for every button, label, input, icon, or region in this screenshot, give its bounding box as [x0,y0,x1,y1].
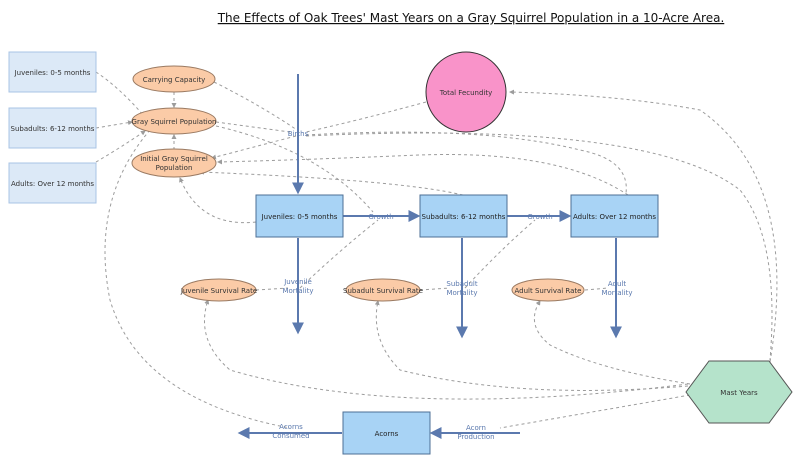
link-mast-asr [533,300,691,385]
stocks: Juveniles: 0-5 months Subadults: 6-12 mo… [255,194,659,455]
link-asr-mortality [584,287,609,291]
adult-survival-rate-label: Adult Survival Rate [515,287,582,295]
flow-juvenile-mortality-label-1: Juvenile [283,278,312,286]
link-input-juveniles [95,71,145,117]
link-gsp-consumed [104,129,291,429]
stock-juveniles-label: Juveniles: 0-5 months [261,213,338,221]
input-boxes: Juveniles: 0-5 months Subadults: 6-12 mo… [8,51,97,204]
total-fecundity-label: Total Fecundity [439,89,493,97]
flow-acorn-production-label-1: Acorn [466,424,486,432]
carrying-capacity-label: Carrying Capacity [143,76,206,84]
link-fecundity-births [305,101,427,133]
link-gsp-growth [215,125,374,213]
link-jsr-mortality [255,287,289,291]
link-births-adults [305,131,627,194]
flow-adult-mortality-label-1: Adult [608,280,626,288]
link-births-initial [211,135,297,160]
stock-juveniles[interactable] [255,194,344,238]
link-juveniles-initial [179,177,257,224]
mast-years-node[interactable] [685,360,793,424]
link-mast-fecundity [509,89,778,363]
stock-acorns-label: Acorns [375,430,399,438]
input-adults-box[interactable] [8,162,97,204]
input-juveniles-label: Juveniles: 0-5 months [14,69,91,77]
flow-pipes [237,74,622,439]
stock-subadults-label: Subadults: 6-12 months [422,213,506,221]
influence-links [95,71,778,429]
total-fecundity-node[interactable] [425,51,507,133]
link-capacity-births [213,81,298,131]
subadult-survival-rate-label: Subadult Survival Rate [343,287,423,295]
subadult-survival-rate-node[interactable] [345,278,421,302]
link-jsr-growth [299,219,379,289]
flow-labels: Births Growth Growth Juvenile Mortality … [272,130,632,441]
initial-population-label-line1: Initial Gray Squirrel [140,155,208,163]
gray-squirrel-population-node[interactable] [131,107,217,135]
flow-acorn-production-label-2: Production [457,433,494,441]
carrying-capacity-node[interactable] [132,65,216,93]
initial-population-node[interactable] [131,148,217,178]
adult-survival-rate-node[interactable] [511,278,585,302]
gray-squirrel-population-label: Gray Squirrel Population [132,118,217,126]
stock-adults-label: Adults: Over 12 months [573,213,656,221]
input-adults-label: Adults: Over 12 months [11,180,94,188]
mast-years-label: Mast Years [720,389,758,397]
stock-adults[interactable] [570,194,659,238]
diagram-title: The Effects of Oak Trees' Mast Years on … [217,11,725,25]
link-mast-acorns [499,394,691,429]
juvenile-survival-rate-node[interactable] [181,278,257,302]
flow-adult-mortality-label-2: Mortality [601,289,632,297]
flow-subadult-mortality-label-1: Subadult [446,280,477,288]
link-input-subadults [95,120,133,129]
link-gsp-births [215,121,291,133]
link-mast-ssr [374,300,689,391]
flow-juvenile-mortality-label-2: Mortality [282,287,313,295]
converters: Carrying Capacity Gray Squirrel Populati… [131,65,585,302]
flow-acorns-consumed-label-2: Consumed [272,432,309,440]
link-adults-initial [217,154,629,196]
initial-population-label-line2: Population [156,164,193,172]
flow-growth2-label: Growth [527,213,552,221]
input-juveniles-box[interactable] [8,51,97,93]
link-ssr-growth [464,219,536,289]
link-ssr-mortality [419,287,451,291]
flow-growth1-label: Growth [368,213,393,221]
stock-subadults[interactable] [419,194,508,238]
juvenile-survival-rate-label: Juvenile Survival Rate [180,287,257,295]
stock-acorns[interactable] [342,411,431,455]
flow-births-label: Births [288,130,309,138]
input-subadults-label: Subadults: 6-12 months [11,125,95,133]
flow-subadult-mortality-label-2: Mortality [446,289,477,297]
link-subadults-initial [199,169,464,196]
link-births-mast [305,132,773,361]
flow-acorns-consumed-label-1: Acorns [279,423,303,431]
input-subadults-box[interactable] [8,107,97,149]
